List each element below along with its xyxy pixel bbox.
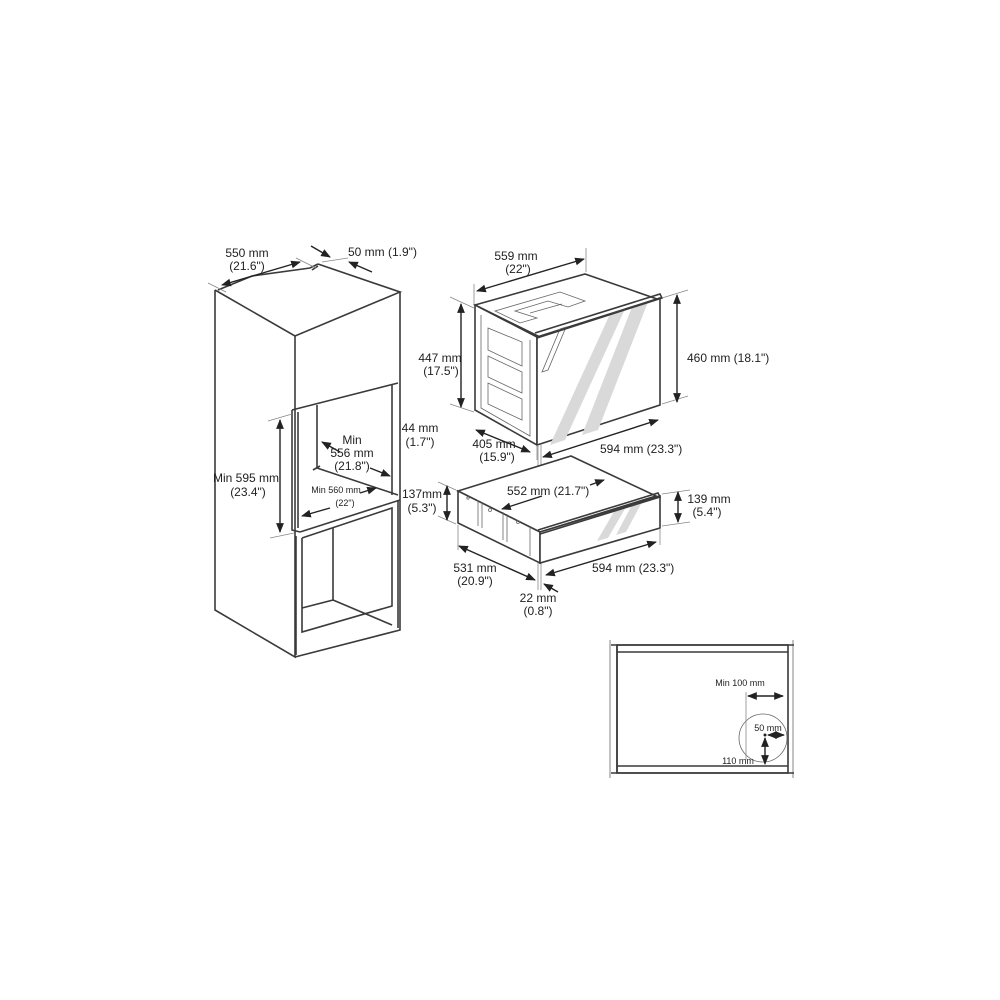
label-447mm: 447 mm (418, 351, 461, 365)
dim-top-gap: 50 mm (1.9") (310, 245, 417, 273)
dim-drawer-height: 137mm (5.3") (402, 481, 457, 525)
label-594mm-oven: 594 mm (23.3") (600, 442, 682, 456)
label-139mm: 139 mm (687, 492, 730, 506)
label-50mm: 50 mm (1.9") (348, 245, 417, 259)
cabinet-drawing (214, 263, 403, 659)
label-21-6in: (21.6") (229, 259, 265, 273)
label-min-560mm: Min 560 mm (311, 485, 361, 495)
label-110mm: 110 mm (722, 756, 754, 766)
label-21-8in: (21.8") (334, 459, 370, 473)
label-22mm: 22 mm (520, 591, 557, 605)
label-22in-oven: (22") (505, 262, 531, 276)
dim-drawer-depth: 552 mm (21.7") (501, 479, 605, 511)
oven-drawing (472, 273, 664, 447)
ventilation-detail: Min 100 mm 50 mm 110 mm (609, 640, 794, 778)
label-5-4in: (5.4") (693, 505, 722, 519)
dim-oven-side-depth: 405 mm (15.9") (472, 429, 538, 464)
label-44mm: 44 mm (402, 421, 439, 435)
label-137mm: 137mm (402, 487, 442, 501)
dim-oven-front-height: 460 mm (18.1") (661, 289, 769, 405)
label-min-595mm: Min 595 mm (213, 471, 279, 485)
label-5-3in: (5.3") (408, 501, 437, 515)
label-552mm: 552 mm (21.7") (507, 484, 589, 498)
dim-drawer-width: 594 mm (23.3") (545, 528, 674, 577)
dim-niche-width: Min 560 mm (22") (301, 485, 377, 518)
dim-top-clearance: 44 mm (1.7") (402, 421, 439, 449)
label-20-9in: (20.9") (457, 574, 493, 588)
label-50mm-hole: 50 mm (754, 723, 782, 733)
label-531mm: 531 mm (453, 561, 496, 575)
dim-niche-height: Min 595 mm (23.4") (213, 413, 295, 539)
dim-drawer-side-depth: 531 mm (20.9") (453, 525, 536, 588)
label-15-9in: (15.9") (479, 450, 515, 464)
label-min: Min (342, 433, 361, 447)
label-559mm: 559 mm (494, 249, 537, 263)
label-556mm: 556 mm (330, 446, 373, 460)
label-22in: (22") (335, 498, 354, 508)
label-23-4in: (23.4") (230, 485, 266, 499)
dim-oven-width: 594 mm (23.3") (542, 418, 682, 459)
dim-drawer-front-height: 139 mm (5.4") (661, 489, 731, 527)
drawer-drawing (455, 455, 662, 565)
dim-drawer-front-thickness: 22 mm (0.8") (520, 583, 559, 618)
label-0-8in: (0.8") (524, 604, 553, 618)
dim-cabinet-depth: 550 mm (21.6") (207, 246, 317, 293)
label-550mm: 550 mm (225, 246, 268, 260)
label-594mm-drawer: 594 mm (23.3") (592, 561, 674, 575)
label-min-100mm: Min 100 mm (715, 678, 765, 688)
label-405mm: 405 mm (472, 437, 515, 451)
dim-niche-depth: Min 556 mm (21.8") (321, 433, 391, 477)
label-460mm: 460 mm (18.1") (687, 351, 769, 365)
label-17-5in: (17.5") (423, 364, 459, 378)
dim-oven-depth: 559 mm (22") (473, 248, 587, 305)
label-1-7in: (1.7") (406, 435, 435, 449)
dim-oven-body-height: 447 mm (17.5") (418, 296, 475, 413)
